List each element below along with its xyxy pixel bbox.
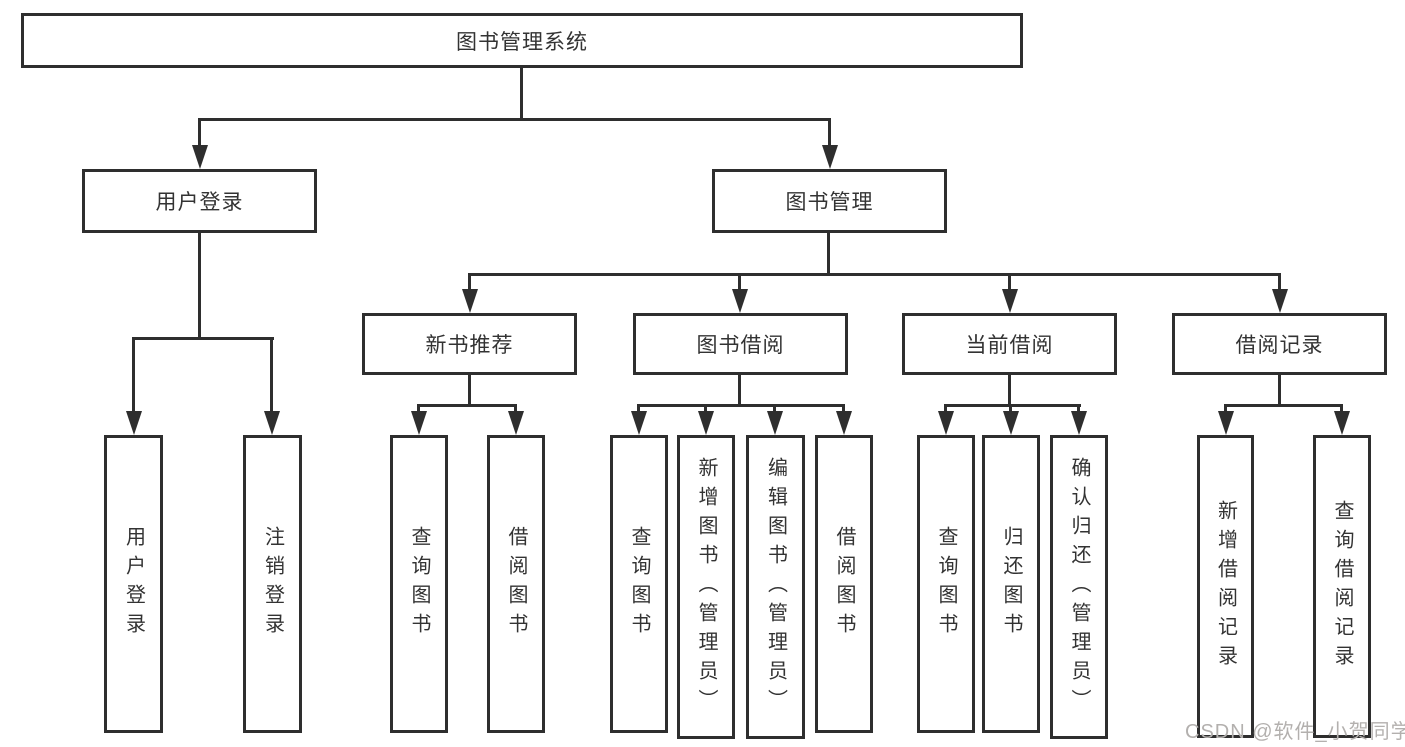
connector-to-borrow-books-1 (514, 404, 517, 414)
connector-book-mgmt-stem (827, 231, 830, 276)
connector-to-confirm-return (1077, 404, 1080, 414)
arrowhead-new-book (462, 289, 478, 313)
leaf-user-login: 用户登录 (104, 435, 163, 733)
leaf-edit-book-admin: 编辑图书（管理员） (746, 435, 805, 739)
arrowhead-query-record (1334, 411, 1350, 435)
arrowhead-leaf-logout (264, 411, 280, 435)
leaf-confirm-return-admin: 确认归还（管理员） (1050, 435, 1108, 739)
connector-book-borrow-rail (637, 404, 845, 407)
connector-to-current-borrow (1008, 273, 1011, 291)
connector-to-user-login (198, 118, 201, 148)
connector-to-borrow-books-2 (842, 404, 845, 414)
connector-book-mgmt-rail (468, 273, 1281, 276)
arrowhead-query-books-2 (631, 411, 647, 435)
arrowhead-borrow-records (1272, 289, 1288, 313)
leaf-add-borrow-record: 新增借阅记录 (1197, 435, 1254, 738)
connector-to-query-record (1340, 404, 1343, 414)
arrowhead-edit-book (767, 411, 783, 435)
connector-to-add-book (704, 404, 707, 414)
node-current-borrow: 当前借阅 (902, 313, 1117, 375)
node-book-management: 图书管理 (712, 169, 947, 233)
arrowhead-book-borrow (732, 289, 748, 313)
arrowhead-add-book (698, 411, 714, 435)
connector-book-borrow-stem (738, 373, 741, 406)
leaf-query-books-borrow: 查询图书 (610, 435, 668, 733)
node-user-login: 用户登录 (82, 169, 317, 233)
arrowhead-book-management (822, 145, 838, 169)
connector-user-login-rail (132, 337, 274, 340)
connector-to-return-book (1009, 404, 1012, 414)
leaf-borrow-books-recommend: 借阅图书 (487, 435, 545, 733)
connector-new-book-rail (417, 404, 517, 407)
node-book-borrow: 图书借阅 (633, 313, 848, 375)
leaf-query-borrow-record: 查询借阅记录 (1313, 435, 1371, 738)
leaf-return-book: 归还图书 (982, 435, 1040, 733)
leaf-query-books-current: 查询图书 (917, 435, 975, 733)
arrowhead-return-book (1003, 411, 1019, 435)
connector-to-query-books-3 (944, 404, 947, 414)
arrowhead-borrow-books-1 (508, 411, 524, 435)
arrowhead-add-record (1218, 411, 1234, 435)
arrowhead-query-books-3 (938, 411, 954, 435)
csdn-watermark: CSDN @软件_小贺同学 (1185, 721, 1405, 743)
leaf-borrow-books: 借阅图书 (815, 435, 873, 733)
connector-root-stem (520, 66, 523, 120)
arrowhead-user-login (192, 145, 208, 169)
connector-borrow-records-rail (1224, 404, 1343, 407)
connector-to-book-management (828, 118, 831, 148)
connector-root-rail (198, 118, 831, 121)
arrowhead-query-books-1 (411, 411, 427, 435)
leaf-add-book-admin: 新增图书（管理员） (677, 435, 735, 739)
node-new-book-recommend: 新书推荐 (362, 313, 577, 375)
connector-to-leaf-login (132, 337, 135, 413)
connector-to-book-borrow (738, 273, 741, 291)
connector-current-borrow-rail (944, 404, 1081, 407)
connector-to-query-books-2 (637, 404, 640, 414)
node-borrow-records: 借阅记录 (1172, 313, 1387, 375)
connector-new-book-stem (468, 373, 471, 406)
connector-to-add-record (1224, 404, 1227, 414)
arrowhead-borrow-books-2 (836, 411, 852, 435)
connector-to-leaf-logout (270, 337, 273, 413)
arrowhead-current-borrow (1002, 289, 1018, 313)
connector-to-new-book (468, 273, 471, 291)
connector-to-borrow-records (1278, 273, 1281, 291)
leaf-logout: 注销登录 (243, 435, 302, 733)
connector-to-query-books-1 (417, 404, 420, 414)
arrowhead-leaf-login (126, 411, 142, 435)
connector-current-borrow-stem (1008, 373, 1011, 406)
connector-to-edit-book (773, 404, 776, 414)
leaf-query-books-recommend: 查询图书 (390, 435, 448, 733)
connector-user-login-stem (198, 231, 201, 340)
arrowhead-confirm-return (1071, 411, 1087, 435)
node-library-system: 图书管理系统 (21, 13, 1023, 68)
connector-borrow-records-stem (1278, 373, 1281, 406)
